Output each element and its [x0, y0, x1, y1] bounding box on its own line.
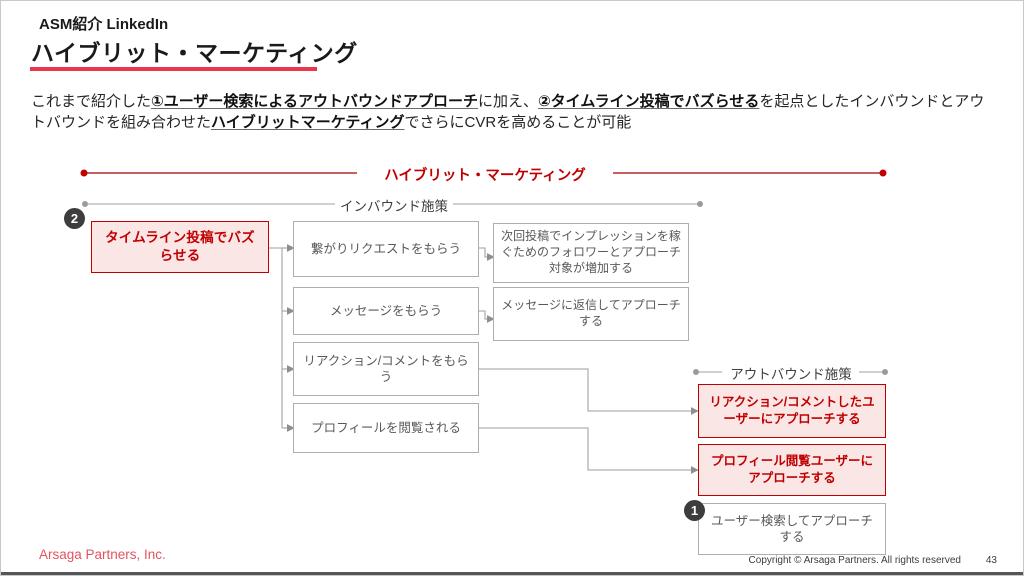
inbound-bracket-dot-right [697, 201, 703, 207]
badge-step-1: 1 [684, 500, 705, 521]
lead-segment-emphasis: ①ユーザー検索によるアウトバウンドアプローチ [151, 93, 478, 110]
copyright-text: Copyright © Arsaga Partners. All rights … [748, 555, 961, 566]
title-underline [30, 67, 317, 71]
outbound-bracket-label: アウトバウンド施策 [730, 367, 852, 382]
lead-segment: を起点としたインバウンドとアウトバウンドを組み合わせた [31, 93, 985, 131]
lead-segment: これまで紹介した [31, 93, 152, 110]
outbound-connectors [479, 368, 699, 474]
box-next-post-impression: 次回投稿でインプレッションを稼ぐためのフォロワーとアプローチ対象が増加する [493, 223, 689, 283]
box-approach-profile-viewers: プロフィール閲覧ユーザーにアプローチする [698, 444, 886, 496]
lead-paragraph: これまで紹介した①ユーザー検索によるアウトバウンドアプローチに加え、②タイムライ… [31, 91, 997, 133]
page-title: ハイブリット・マーケティング [31, 40, 358, 66]
box-connection-request: 繋がりリクエストをもらう [293, 221, 479, 277]
box-timeline-buzz: タイムライン投稿でバズらせる [91, 221, 269, 273]
lead-segment-emphasis: ハイブリットマーケティング [211, 114, 405, 131]
slide-eyebrow: ASM紹介 LinkedIn [39, 16, 169, 33]
box-reply-approach: メッセージに返信してアプローチする [493, 287, 689, 341]
hybrid-bracket-dot-left [80, 169, 88, 177]
result-elbow-connectors [479, 247, 495, 323]
lead-segment: に加え、 [477, 93, 538, 110]
badge-step-2: 2 [64, 208, 85, 229]
source-branch-connectors [269, 244, 295, 432]
box-approach-reaction-users: リアクション/コメントしたユーザーにアプローチする [698, 384, 886, 438]
lead-segment-emphasis: ②タイムライン投稿でバズらせる [537, 93, 760, 110]
hybrid-bracket-label: ハイブリット・マーケティング [384, 168, 586, 184]
inbound-bracket-label: インバウンド施策 [340, 199, 448, 214]
box-user-search-approach: ユーザー検索してアプローチする [698, 503, 886, 555]
box-profile-viewed: プロフィールを閲覧される [293, 403, 479, 453]
page-number: 43 [985, 555, 997, 566]
box-receive-message: メッセージをもらう [293, 287, 479, 335]
hybrid-bracket-dot-right [879, 169, 887, 177]
slide-bottom-bar [1, 572, 1023, 575]
box-reaction-comment: リアクション/コメントをもらう [293, 342, 479, 396]
outbound-bracket-dot-left [693, 369, 699, 375]
company-logo-text: Arsaga Partners, Inc. [39, 547, 166, 562]
lead-segment: でさらにCVRを高めることが可能 [404, 114, 632, 131]
inbound-bracket-dot-left [82, 201, 88, 207]
outbound-bracket-dot-right [882, 369, 888, 375]
